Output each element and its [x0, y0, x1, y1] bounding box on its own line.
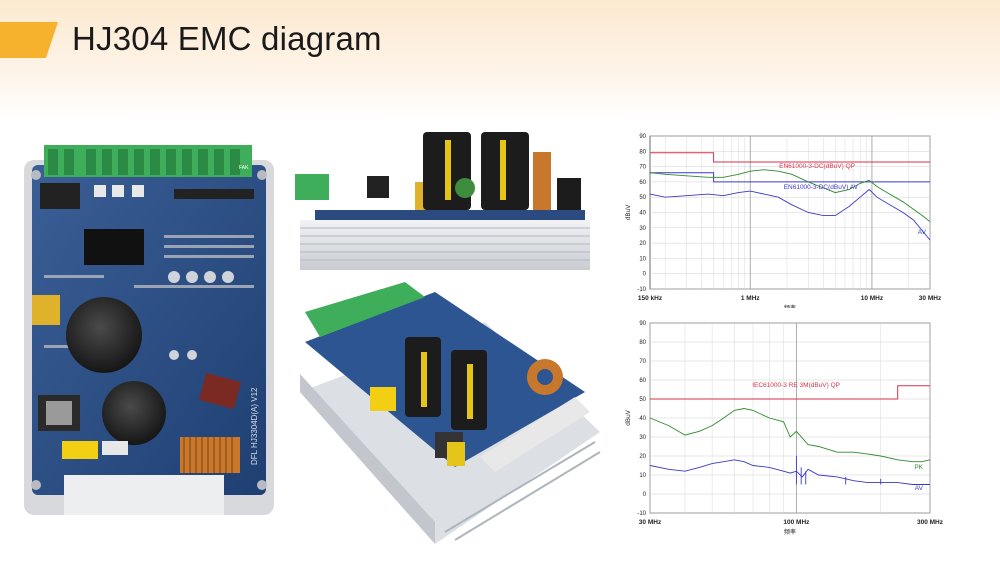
x-axis-label: 频率 — [784, 528, 796, 536]
y-tick-label: 10 — [639, 473, 646, 479]
series-line — [650, 385, 930, 400]
slide-title: HJ304 EMC diagram — [72, 20, 382, 57]
y-axis-label: dBuV — [625, 204, 632, 221]
y-tick-label: 30 — [639, 435, 646, 441]
y-tick-label: 20 — [639, 241, 646, 247]
y-tick-label: 40 — [639, 416, 646, 422]
x-tick-label: 300 MHz — [917, 519, 944, 526]
x-tick-label: 10 MHz — [861, 295, 884, 302]
board-silk-label: DFL HJ3304D(A) V12 — [250, 387, 259, 465]
y-tick-label: 90 — [639, 134, 646, 140]
series-line — [649, 188, 931, 241]
y-tick-label: 50 — [639, 195, 646, 201]
y-tick-label: 0 — [643, 272, 647, 278]
series-line — [649, 459, 930, 485]
y-tick-label: -10 — [637, 511, 646, 517]
x-tick-label: 150 kHz — [638, 295, 663, 302]
connector-label: FAK — [239, 165, 249, 171]
series-line — [650, 152, 930, 163]
y-tick-label: 50 — [639, 397, 646, 403]
series-annotation: AV — [915, 485, 924, 492]
series-line — [649, 169, 931, 223]
series-annotation: PK — [914, 464, 923, 471]
y-tick-label: 0 — [643, 492, 647, 498]
y-axis-label: dBuV — [625, 409, 632, 426]
radiated-emission-chart: -10 0 10 20 30 40 50 60 70 80 90 30 MHz 100 MHz 300 M… — [620, 315, 960, 545]
y-tick-label: 70 — [639, 165, 646, 171]
y-tick-label: 60 — [639, 180, 646, 186]
board-iso-view-image — [295, 282, 605, 544]
header-band — [0, 0, 1000, 120]
conducted-emission-chart: -10 0 10 20 30 40 50 60 70 80 90 150 kHz 1 MHz 10 MHz… — [620, 128, 960, 308]
x-tick-label: 30 MHz — [919, 295, 942, 302]
series-line — [649, 408, 931, 463]
x-tick-label: 30 MHz — [639, 519, 662, 526]
y-tick-label: 10 — [639, 256, 646, 262]
y-tick-label: 90 — [639, 321, 646, 327]
y-tick-label: -10 — [637, 287, 646, 293]
series-annotation: EN61000-3-DC(dBuV) AV — [784, 184, 859, 191]
y-tick-label: 80 — [639, 340, 646, 346]
series-annotation: EN61000-3-DC(dBuV) QP — [779, 163, 855, 170]
y-tick-label: 20 — [639, 454, 646, 460]
y-tick-label: 40 — [639, 211, 646, 217]
y-tick-label: 80 — [639, 149, 646, 155]
series-annotation: AV — [918, 229, 927, 236]
board-side-view-image — [295, 132, 595, 272]
y-tick-label: 30 — [639, 226, 646, 232]
x-tick-label: 100 MHz — [783, 519, 810, 526]
y-tick-label: 60 — [639, 378, 646, 384]
x-axis-label: 频率 — [784, 304, 796, 308]
series-annotation: IEC61000-3 RE 3M(dBuV) QP — [752, 382, 840, 389]
x-tick-label: 1 MHz — [741, 295, 761, 302]
board-top-view-image: FAK — [24, 145, 274, 515]
y-tick-label: 70 — [639, 359, 646, 365]
